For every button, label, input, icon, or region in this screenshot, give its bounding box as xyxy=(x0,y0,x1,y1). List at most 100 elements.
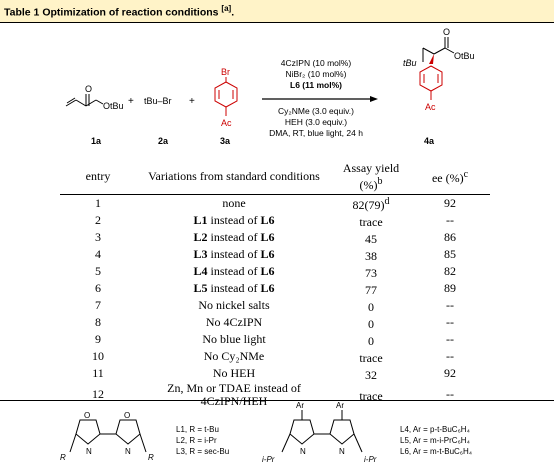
plus-2: + xyxy=(189,96,195,107)
table-caption: Table 1 Optimization of reaction conditi… xyxy=(4,4,234,19)
caption-period: . xyxy=(231,6,235,19)
cell-yield: 32 xyxy=(332,365,410,382)
cell-yield-value: trace xyxy=(359,350,383,365)
box-line-3: L3, R = sec-Bu xyxy=(176,447,229,456)
condition-6: DMA, RT, blue light, 24 h xyxy=(269,128,363,138)
compound-1a xyxy=(65,94,104,107)
cell-yield-value: 32 xyxy=(365,367,377,382)
biim-n-left: N xyxy=(300,447,306,456)
cell-variation: L5 instead of L6 xyxy=(193,280,275,295)
cell-ee: 92 xyxy=(444,195,456,210)
box-n-left: N xyxy=(86,447,92,456)
caption-bar xyxy=(0,0,554,22)
cell-yield-value: trace xyxy=(359,214,383,229)
cell-variation: No Cy₂NMe xyxy=(203,348,265,363)
caption-rule xyxy=(0,22,554,23)
cell-yield: 0 xyxy=(332,297,410,314)
cell-ee: -- xyxy=(446,212,454,227)
header-yield-text: Assay yield (%) xyxy=(342,160,400,192)
cell-yield-value: 82(79) xyxy=(352,197,385,212)
box-line-2: L2, R = i-Pr xyxy=(176,436,217,445)
c4-group-4: Ac xyxy=(425,102,436,112)
cell-ee: -- xyxy=(446,314,454,329)
product-aryl xyxy=(419,65,443,100)
header-entry: entry xyxy=(60,160,136,195)
reaction-scheme: O OtBu 1a + tBu–Br 2a + Br Ac 3a 4CzIPN … xyxy=(65,27,475,146)
cell-ee: -- xyxy=(446,297,454,312)
cell-yield: trace xyxy=(332,212,410,229)
wedge-bond xyxy=(429,54,434,64)
label-2a: 2a xyxy=(158,136,169,146)
cell-variation: L2 instead of L6 xyxy=(193,229,275,244)
cell-yield-value: 0 xyxy=(368,333,374,348)
biim-ligand xyxy=(281,410,363,453)
caption-title: Table 1 Optimization of reaction conditi… xyxy=(4,6,219,19)
box-r-left: R xyxy=(60,453,66,462)
header-yield-note: b xyxy=(377,175,383,187)
cell-yield-value: 77 xyxy=(365,282,377,297)
cell-entry: 1 xyxy=(95,195,101,210)
cell-variation: L4 instead of L6 xyxy=(193,263,275,278)
cell-entry: 9 xyxy=(95,331,101,346)
cell-yield-value: 73 xyxy=(365,265,377,280)
header-ee-note: c xyxy=(463,169,469,181)
cell-yield-value: 0 xyxy=(368,299,374,314)
table-row: 7 No nickel salts 0 -- xyxy=(60,297,490,314)
cell-yield-value: trace xyxy=(359,389,383,403)
cell-yield: trace xyxy=(332,348,410,365)
header-yield: Assay yield (%)b xyxy=(332,160,410,195)
biim-ar-right: Ar xyxy=(336,401,344,410)
c4-group-3: O xyxy=(443,27,450,37)
cell-variation: No nickel salts xyxy=(198,297,270,312)
condition-2: NiBr₂ (10 mol%) xyxy=(286,69,347,79)
cell-entry: 7 xyxy=(95,297,101,312)
biim-n-right: N xyxy=(339,447,345,456)
header-ee-text: ee (%) xyxy=(431,171,464,186)
cell-ee: 92 xyxy=(444,365,456,380)
cell-ee: -- xyxy=(446,331,454,346)
condition-1: 4CzIPN (10 mol%) xyxy=(281,58,352,68)
biim-ipr-left: i-Pr xyxy=(262,455,275,464)
cell-ee: 86 xyxy=(444,229,456,244)
cell-entry: 4 xyxy=(95,246,101,261)
header-ee: ee (%)c xyxy=(410,160,490,195)
biim-ar-left: Ar xyxy=(296,401,304,410)
biim-line-1: L4, Ar = p-t-BuC₆H₄ xyxy=(400,425,470,434)
cell-ee: -- xyxy=(446,387,454,401)
condition-4: Cy₂NMe (3.0 equiv.) xyxy=(278,106,354,116)
cell-entry: 6 xyxy=(95,280,101,295)
condition-3: L6 (11 mol%) xyxy=(290,80,342,90)
cell-entry: 8 xyxy=(95,314,101,329)
box-o-right: O xyxy=(124,411,130,420)
biim-line-2: L5, Ar = m-i-PrC₆H₄ xyxy=(400,436,470,445)
table-row: 6 L5 instead of L6 77 89 xyxy=(60,280,490,297)
cell-yield: 38 xyxy=(332,246,410,263)
cell-yield: 77 xyxy=(332,280,410,297)
box-line-1: L1, R = t-Bu xyxy=(176,425,219,434)
box-o-left: O xyxy=(84,411,90,420)
compound-4a xyxy=(422,37,455,62)
label-3a: 3a xyxy=(220,136,231,146)
cell-entry: 3 xyxy=(95,229,101,244)
arrow-head xyxy=(370,96,378,102)
c4-group-1: tBu xyxy=(403,58,417,68)
cell-ee: 85 xyxy=(444,246,456,261)
header-variation: Variations from standard conditions xyxy=(136,160,332,195)
plus-1: + xyxy=(128,96,134,107)
c3-top: Br xyxy=(221,67,230,77)
box-r-right: R xyxy=(148,453,154,462)
cell-yield: 0 xyxy=(332,331,410,348)
box-ligand xyxy=(69,419,147,453)
cell-ee: 89 xyxy=(444,280,456,295)
cell-yield-note: d xyxy=(384,195,390,207)
c4-group-2: OtBu xyxy=(454,51,475,61)
caption-note: [a] xyxy=(221,4,232,13)
compound-3a xyxy=(214,77,238,116)
cell-entry: 5 xyxy=(95,263,101,278)
header-row: entry Variations from standard condition… xyxy=(60,160,490,195)
